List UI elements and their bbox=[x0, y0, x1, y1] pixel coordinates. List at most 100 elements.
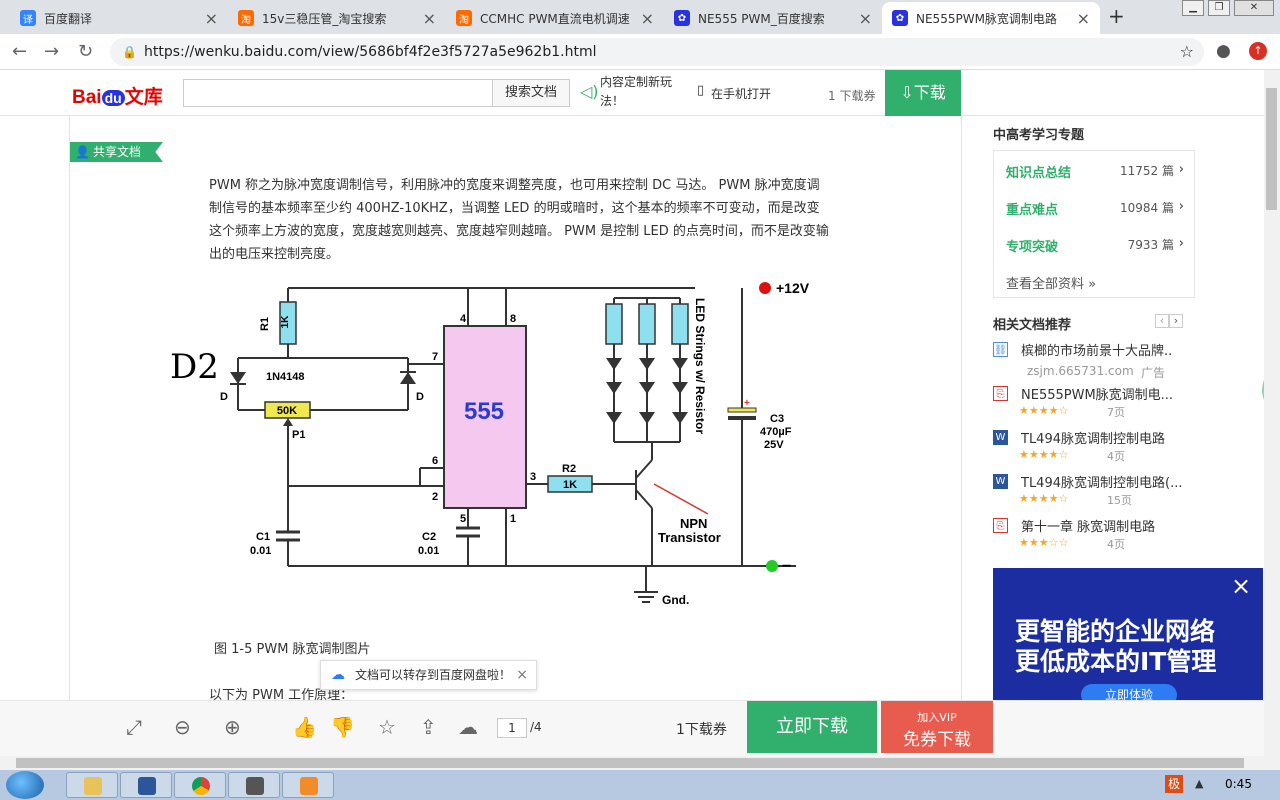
tab-title: NE555 PWM_百度搜索 bbox=[698, 11, 825, 26]
tab-title: 百度翻译 bbox=[44, 11, 93, 26]
close-icon[interactable]: × bbox=[204, 8, 218, 28]
vertical-scrollbar[interactable] bbox=[1264, 70, 1280, 756]
led-strings-label: LED Strings w/ Resistor bbox=[693, 298, 707, 434]
page-number-input[interactable]: 1 bbox=[497, 718, 527, 738]
reload-button[interactable]: ↻ bbox=[78, 41, 94, 62]
next-arrow-icon[interactable]: › bbox=[1169, 314, 1183, 328]
topics-title: 中高考学习专题 bbox=[993, 128, 1085, 143]
r1-value: 1K bbox=[280, 315, 291, 329]
tab-baidu-translate[interactable]: 译 百度翻译 × bbox=[10, 2, 228, 34]
maximize-button[interactable]: ❐ bbox=[1208, 0, 1230, 16]
tab-taobao-search[interactable]: 淘 15v三稳压管_淘宝搜索 × bbox=[228, 2, 446, 34]
netdisk-icon[interactable]: ☁ bbox=[458, 715, 478, 739]
start-button[interactable] bbox=[6, 771, 44, 799]
chevron-right-icon: › bbox=[1178, 162, 1184, 177]
logo-paw: du bbox=[101, 90, 125, 106]
cloud-icon: ☁ bbox=[331, 667, 345, 683]
phone-icon: ▯ bbox=[697, 83, 705, 98]
pin6: 6 bbox=[432, 455, 438, 467]
search-button[interactable]: 搜索文档 bbox=[492, 79, 570, 107]
pdf-icon: ⎘ bbox=[993, 518, 1008, 533]
extension-icon[interactable]: ↑ bbox=[1249, 42, 1267, 60]
tab-bar: 译 百度翻译 × 淘 15v三稳压管_淘宝搜索 × 淘 CCMHC PWM直流电… bbox=[0, 0, 1280, 34]
view-all-link[interactable]: 查看全部资料 » bbox=[1006, 277, 1097, 292]
p1-value: 50K bbox=[277, 405, 297, 417]
next-paragraph: 以下为 PWM 工作原理： bbox=[209, 688, 354, 700]
word-icon: W bbox=[993, 430, 1008, 445]
tab-ccmhc[interactable]: 淘 CCMHC PWM直流电机调速 × bbox=[446, 2, 664, 34]
plus12v-label: +12V bbox=[776, 280, 810, 296]
taskbar-app2[interactable] bbox=[282, 772, 334, 798]
document-paragraph: PWM 称之为脉冲宽度调制信号，利用脉冲的宽度来调整亮度，也可用来控制 DC 马… bbox=[209, 178, 829, 262]
tray-expand-icon[interactable]: ▲ bbox=[1195, 777, 1204, 790]
address-bar: ← → ↻ 🔒 https://wenku.baidu.com/view/568… bbox=[0, 34, 1280, 70]
c3-value: 470µF bbox=[760, 426, 792, 438]
minimize-button[interactable]: ▁ bbox=[1182, 0, 1204, 16]
taskbar-chrome[interactable] bbox=[174, 772, 226, 798]
new-tab-button[interactable]: + bbox=[1108, 4, 1125, 28]
profile-icon[interactable]: ● bbox=[1216, 41, 1231, 61]
rating-stars: ★★★★☆ bbox=[1019, 448, 1069, 461]
download-now-button[interactable]: 立即下载 bbox=[747, 701, 877, 753]
pin1: 1 bbox=[510, 513, 516, 525]
close-icon[interactable]: × bbox=[1231, 572, 1252, 600]
window-close-button[interactable]: ✕ bbox=[1234, 0, 1274, 16]
tab-wenku-active[interactable]: ✿ NE555PWM脉宽调制电路 × bbox=[882, 2, 1100, 34]
taskbar-word[interactable] bbox=[120, 772, 172, 798]
zoom-in-icon[interactable]: ⊕ bbox=[224, 715, 241, 739]
taobao-icon: 淘 bbox=[456, 10, 472, 26]
pin2: 2 bbox=[432, 491, 438, 503]
c3-plus: + bbox=[744, 398, 750, 409]
share-icon[interactable]: ⇪ bbox=[420, 715, 437, 739]
zoom-out-icon[interactable]: ⊖ bbox=[174, 715, 191, 739]
reader-toolbar: ⤢ ⊖ ⊕ 👍 👎 ☆ ⇪ ☁ 1 /4 1下载券 立即下载 加入VIP 免券下… bbox=[0, 700, 1264, 756]
vip-download-button[interactable]: 加入VIP 免券下载 bbox=[881, 701, 993, 753]
thumbs-down-icon[interactable]: 👎 bbox=[330, 715, 355, 739]
ime-indicator[interactable]: 极 bbox=[1165, 775, 1183, 793]
taskbar-app[interactable] bbox=[228, 772, 280, 798]
close-icon[interactable]: × bbox=[640, 8, 654, 28]
mobile-open-link[interactable]: 在手机打开 bbox=[711, 87, 772, 101]
figure-caption: 图 1-5 PWM 脉宽调制图片 bbox=[214, 642, 371, 657]
forward-button[interactable]: → bbox=[44, 41, 60, 62]
close-icon[interactable]: × bbox=[1076, 8, 1090, 28]
logo-text: Bai bbox=[72, 87, 102, 108]
pdf-icon: ⎘ bbox=[993, 386, 1008, 401]
close-icon[interactable]: × bbox=[422, 8, 436, 28]
gnd-label: Gnd. bbox=[662, 593, 689, 607]
url-input[interactable]: 🔒 https://wenku.baidu.com/view/5686bf4f2… bbox=[110, 38, 1204, 66]
r1-label: R1 bbox=[259, 317, 271, 331]
user-icon: 👤 bbox=[75, 145, 90, 159]
thumbs-up-icon[interactable]: 👍 bbox=[292, 715, 317, 739]
share-document-tag: 👤 共享文档 bbox=[70, 142, 163, 162]
folder-icon bbox=[84, 777, 102, 795]
search-input[interactable] bbox=[183, 79, 493, 107]
taskbar-explorer[interactable] bbox=[66, 772, 118, 798]
close-icon[interactable]: × bbox=[516, 667, 528, 683]
ic-555-label: 555 bbox=[464, 398, 504, 425]
chevron-right-icon: › bbox=[1178, 199, 1184, 214]
header-download-button[interactable]: ⇩下载 bbox=[885, 70, 961, 116]
fullscreen-icon[interactable]: ⤢ bbox=[126, 715, 142, 739]
tab-baidu-search[interactable]: ✿ NE555 PWM_百度搜索 × bbox=[664, 2, 882, 34]
horizontal-scroll-thumb[interactable] bbox=[16, 758, 1244, 768]
bookmark-star-icon[interactable]: ☆ bbox=[1179, 42, 1194, 61]
c1-label: C1 bbox=[256, 531, 270, 543]
custom-content-link[interactable]: 内容定制新玩 法！ bbox=[600, 75, 673, 108]
chevron-right-icon: › bbox=[1178, 236, 1184, 251]
close-icon[interactable]: × bbox=[858, 8, 872, 28]
favorite-star-icon[interactable]: ☆ bbox=[378, 715, 396, 739]
baidu-paw-icon: ✿ bbox=[674, 10, 690, 26]
logo-wenku: 文库 bbox=[124, 87, 163, 108]
prev-arrow-icon[interactable]: ‹ bbox=[1155, 314, 1169, 328]
tab-title: NE555PWM脉宽调制电路 bbox=[916, 11, 1057, 26]
npn-label: NPN bbox=[680, 516, 707, 531]
back-button[interactable]: ← bbox=[12, 41, 28, 62]
c3-label: C3 bbox=[770, 413, 784, 425]
vertical-scroll-thumb[interactable] bbox=[1266, 88, 1277, 210]
minus-label: − bbox=[782, 558, 791, 575]
pin7: 7 bbox=[432, 351, 438, 363]
url-text: https://wenku.baidu.com/view/5686bf4f2e3… bbox=[144, 44, 597, 60]
